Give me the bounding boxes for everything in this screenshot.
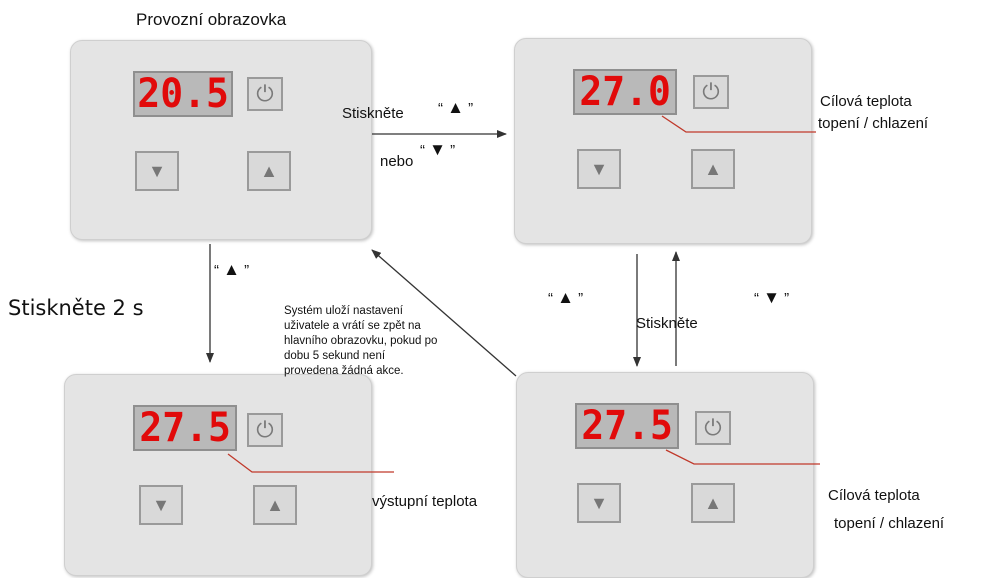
press-label-middle: Stiskněte <box>636 315 698 332</box>
power-icon: ⏻ <box>704 415 722 440</box>
quote-open: “ <box>420 142 425 159</box>
power-icon: ⏻ <box>702 79 720 104</box>
quote-open: “ <box>754 290 759 307</box>
note-line: dobu 5 sekund není <box>284 350 386 362</box>
temperature-readout: 27.5 <box>139 405 231 451</box>
up-button[interactable]: ▲ <box>691 483 735 523</box>
lcd-display: 20.5 <box>133 71 233 117</box>
lcd-display: 27.0 <box>573 69 677 115</box>
press-label-top: Stiskněte <box>342 105 404 122</box>
quote-close: ” <box>450 142 456 159</box>
triangle-up-icon: ▲ <box>704 493 722 513</box>
power-button[interactable]: ⏻ <box>247 77 283 111</box>
panel-operating-screen: 20.5 ⏻ ▼ ▲ <box>70 40 372 240</box>
target-temp-label-top-2: topení / chlazení <box>818 115 929 132</box>
triangle-down-icon: ▼ <box>148 161 166 181</box>
leader-target-top <box>661 115 816 133</box>
quote-down-middle: “ ▼ ” <box>754 288 789 308</box>
quote-close: ” <box>784 290 790 307</box>
nebo-label: nebo <box>380 153 414 170</box>
target-temp-label-bottom-1: Cílová teplota <box>828 487 920 504</box>
panel-target-temp-2: 27.5 ⏻ ▼ ▲ <box>516 372 814 578</box>
power-icon: ⏻ <box>256 81 274 106</box>
triangle-down-icon: ▼ <box>763 288 780 307</box>
quote-up-left: “ ▲ ” <box>214 260 249 280</box>
down-button[interactable]: ▼ <box>577 149 621 189</box>
quote-close: ” <box>578 290 584 307</box>
output-temp-label: výstupní teplota <box>372 493 478 510</box>
power-button[interactable]: ⏻ <box>695 411 731 445</box>
quote-down-top: “ ▼ ” <box>420 140 455 160</box>
triangle-up-icon: ▲ <box>447 98 464 117</box>
up-button[interactable]: ▲ <box>253 485 297 525</box>
quote-open: “ <box>214 262 219 279</box>
power-icon: ⏻ <box>256 417 274 442</box>
page-title: Provozní obrazovka <box>136 10 287 29</box>
arrow-return-main <box>371 249 517 377</box>
triangle-down-icon: ▼ <box>590 493 608 513</box>
target-temp-label-bottom-2: topení / chlazení <box>834 515 945 532</box>
down-button[interactable]: ▼ <box>139 485 183 525</box>
triangle-down-icon: ▼ <box>590 159 608 179</box>
triangle-up-icon: ▲ <box>557 288 574 307</box>
quote-close: ” <box>468 100 474 117</box>
temperature-readout: 20.5 <box>137 71 229 117</box>
quote-up-middle: “ ▲ ” <box>548 288 583 308</box>
note-line: hlavního obrazovku, pokud po <box>284 335 438 347</box>
lcd-display: 27.5 <box>133 405 237 451</box>
quote-close: ” <box>244 262 250 279</box>
power-button[interactable]: ⏻ <box>247 413 283 447</box>
power-button[interactable]: ⏻ <box>693 75 729 109</box>
note-line: Systém uloží nastavení <box>284 305 403 317</box>
down-button[interactable]: ▼ <box>577 483 621 523</box>
triangle-up-icon: ▲ <box>266 495 284 515</box>
quote-up-top: “ ▲ ” <box>438 98 473 118</box>
lcd-display: 27.5 <box>575 403 679 449</box>
triangle-up-icon: ▲ <box>704 159 722 179</box>
triangle-down-icon: ▼ <box>429 140 446 159</box>
triangle-up-icon: ▲ <box>223 260 240 279</box>
triangle-up-icon: ▲ <box>260 161 278 181</box>
quote-open: “ <box>548 290 553 307</box>
note-line: uživatele a vrátí se zpět na <box>284 320 421 332</box>
press-2s-label: Stiskněte 2 s <box>8 296 144 320</box>
quote-open: “ <box>438 100 443 117</box>
up-button[interactable]: ▲ <box>247 151 291 191</box>
panel-target-temp: 27.0 ⏻ ▼ ▲ <box>514 38 812 244</box>
up-button[interactable]: ▲ <box>691 149 735 189</box>
panel-output-temp: 27.5 ⏻ ▼ ▲ <box>64 374 372 576</box>
leader-output-temp <box>227 453 394 473</box>
temperature-readout: 27.5 <box>581 403 673 449</box>
triangle-down-icon: ▼ <box>152 495 170 515</box>
note-line: provedena žádná akce. <box>284 365 404 377</box>
down-button[interactable]: ▼ <box>135 151 179 191</box>
target-temp-label-top-1: Cílová teplota <box>820 93 912 110</box>
temperature-readout: 27.0 <box>579 69 671 115</box>
leader-target-bottom <box>665 449 820 465</box>
